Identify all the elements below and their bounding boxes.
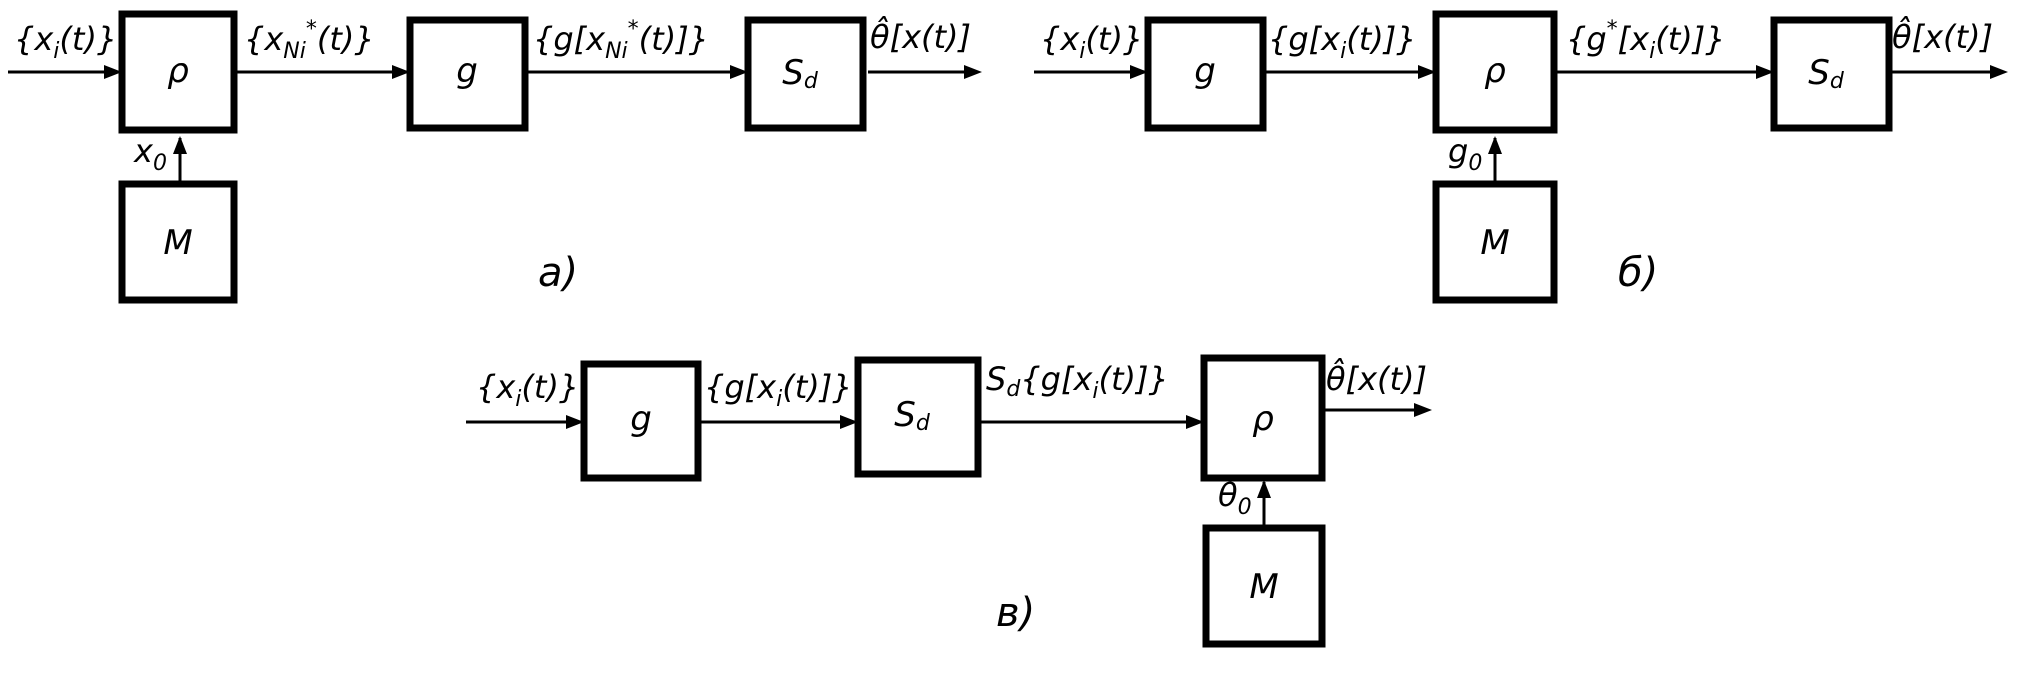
- a-block-m-label: M: [163, 223, 192, 263]
- b-block-m-label: M: [1480, 223, 1509, 263]
- v-ctrl-signal: θ0: [1218, 476, 1252, 520]
- v-block-g-label: g: [630, 399, 652, 439]
- b-rho-s-signal: {g*[xi(t)]}: [1566, 17, 1726, 64]
- a-g-s-signal: {g[xNi*(t)]}: [533, 17, 709, 64]
- b-input-arrow: [1130, 65, 1148, 79]
- diagram-a: ρ g Sd M {xi(t)} {xNi*(t)} {g[xNi*(t)]} …: [8, 10, 982, 304]
- b-block-s-label: Sd: [1808, 53, 1845, 94]
- b-block-m: [1432, 180, 1558, 304]
- v-input-signal: {xi(t)}: [476, 368, 579, 412]
- diagram-v: g Sd ρ M {xi(t)} {g[xi(t)]} Sd{g[xi(t)]}…: [466, 354, 1432, 648]
- a-input-signal: {xi(t)}: [14, 20, 117, 64]
- b-input-signal: {xi(t)}: [1040, 20, 1143, 64]
- v-g-s-signal: {g[xi(t)]}: [704, 368, 853, 412]
- v-output-signal: θ̂[x(t)]: [1326, 358, 1427, 398]
- v-block-m: [1202, 524, 1326, 648]
- b-ctrl-arrow: [1488, 136, 1502, 154]
- a-block-g-label: g: [456, 51, 478, 91]
- a-block-rho: [118, 10, 238, 134]
- a-block-g: [406, 16, 529, 132]
- v-ctrl-arrow: [1257, 480, 1271, 498]
- v-block-rho-label: ρ: [1252, 399, 1274, 439]
- b-caption: б): [1618, 250, 1658, 296]
- v-block-g: [580, 360, 702, 482]
- a-block-s: [744, 16, 867, 132]
- a-caption: а): [538, 250, 578, 296]
- v-input-arrow: [566, 415, 584, 429]
- a-ctrl-arrow: [173, 136, 187, 154]
- a-rho-g-signal: {xNi*(t)}: [244, 17, 375, 64]
- v-block-m-label: M: [1249, 567, 1278, 607]
- a-block-m: [118, 180, 238, 304]
- v-s-rho-arrow: [1186, 415, 1204, 429]
- b-g-rho-arrow: [1418, 65, 1436, 79]
- v-output-arrow: [1414, 403, 1432, 417]
- a-g-s-arrow: [730, 65, 748, 79]
- v-g-s-arrow: [840, 415, 858, 429]
- b-block-g-label: g: [1194, 51, 1216, 91]
- b-block-g: [1144, 16, 1267, 132]
- a-ctrl-signal: x0: [133, 132, 167, 176]
- a-input-arrow: [104, 65, 122, 79]
- a-output-arrow: [964, 65, 982, 79]
- v-block-rho: [1200, 354, 1326, 482]
- a-output-signal: θ̂[x(t)]: [870, 16, 971, 56]
- a-rho-g-arrow: [392, 65, 410, 79]
- a-block-rho-label: ρ: [167, 51, 189, 91]
- b-rho-s-arrow: [1756, 65, 1774, 79]
- b-output-signal: θ̂[x(t)]: [1892, 16, 1993, 56]
- v-block-s-label: Sd: [894, 395, 931, 436]
- b-ctrl-signal: g0: [1448, 132, 1482, 176]
- b-block-s: [1770, 16, 1893, 132]
- b-g-rho-signal: {g[xi(t)]}: [1268, 20, 1417, 64]
- v-block-s: [854, 356, 982, 478]
- v-s-rho-signal: Sd{g[xi(t)]}: [986, 360, 1169, 404]
- v-caption: в): [996, 590, 1035, 636]
- b-block-rho: [1432, 10, 1558, 134]
- a-block-s-label: Sd: [782, 53, 819, 94]
- b-output-arrow: [1990, 65, 2008, 79]
- b-block-rho-label: ρ: [1484, 51, 1506, 91]
- diagram-b: g ρ Sd M {xi(t)} {g[xi(t)]} {g*[xi(t)]} …: [1034, 10, 2008, 304]
